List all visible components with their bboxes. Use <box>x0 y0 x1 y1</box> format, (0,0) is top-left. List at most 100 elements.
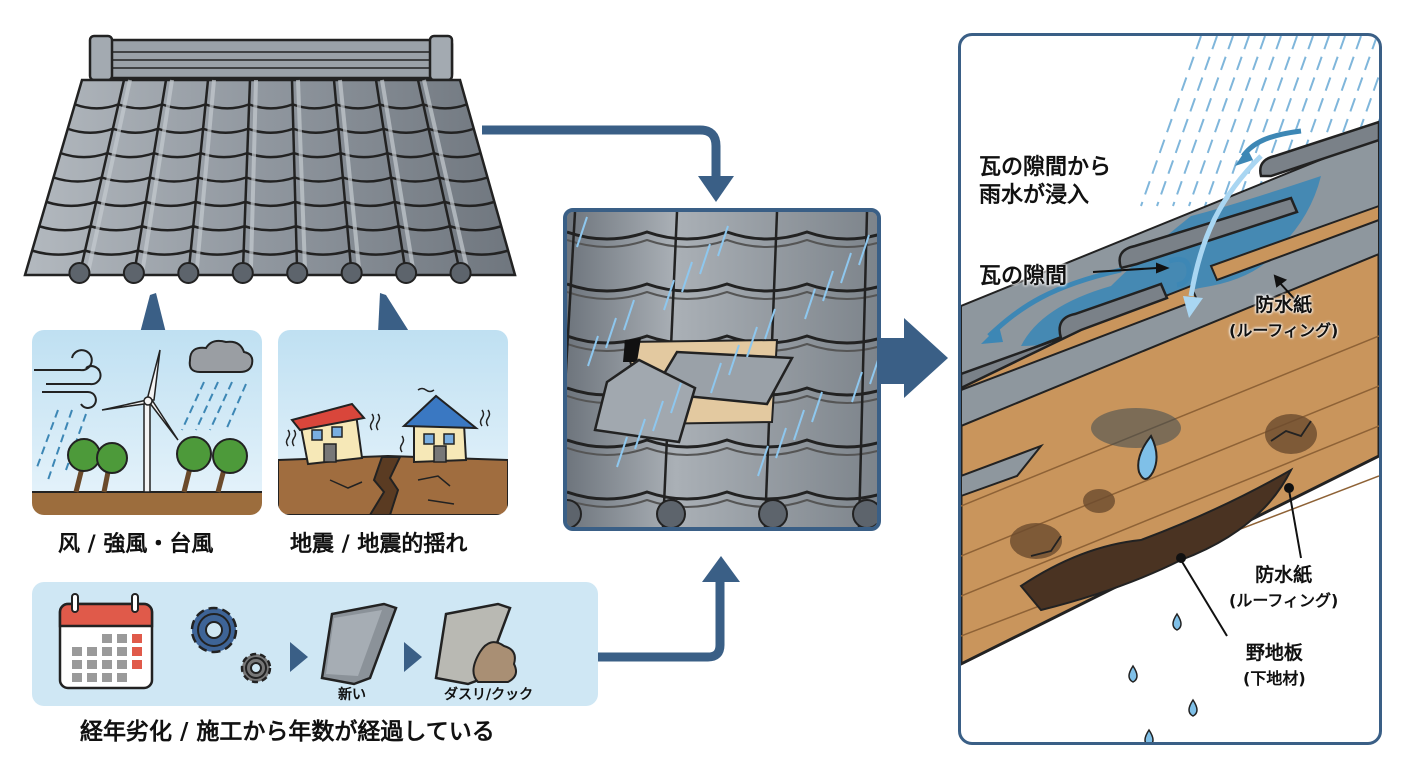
eave-cap <box>656 499 686 527</box>
eave-cap <box>122 262 145 284</box>
arrow-head-up <box>702 556 740 582</box>
callout-intrusion-line1: 瓦の隙間から <box>979 155 1112 180</box>
earthquake-panel <box>278 330 508 515</box>
displaced-tile <box>593 350 795 444</box>
roof-tile-rows <box>31 103 509 256</box>
calendar-day-cell <box>102 673 112 682</box>
rain-streak <box>717 225 729 257</box>
arrow-aging-to-damage <box>598 580 725 662</box>
eave-cap <box>340 262 363 284</box>
rain-streak <box>793 409 805 441</box>
rain-streak <box>775 427 787 459</box>
label-sheathing-line2: (下地材) <box>1243 669 1306 688</box>
cause-label-aging: 経年劣化 / 施工から年数が経過している <box>80 719 495 745</box>
wind-icon <box>34 349 102 409</box>
calendar-icon <box>58 593 154 690</box>
tile-ridge-highlight <box>85 79 132 276</box>
rain-streak <box>840 252 852 284</box>
eave-caps <box>567 499 877 527</box>
tile-column-line <box>332 79 353 276</box>
eave-cap <box>231 262 254 284</box>
eave-cap <box>567 499 582 527</box>
wind-panel <box>32 330 262 515</box>
tile-column-line <box>416 79 462 276</box>
tile-row-line <box>45 200 495 208</box>
rain-streak <box>616 436 628 468</box>
tile-column-line <box>187 79 210 276</box>
rain-streak <box>1156 36 1218 207</box>
tile-column-line <box>374 79 408 276</box>
shake-icon <box>285 387 491 453</box>
rain-streak <box>1268 36 1330 207</box>
tile-row-line <box>67 127 475 134</box>
calendar-day-cell <box>117 673 127 682</box>
tile-row-line <box>53 176 488 183</box>
eave-cap <box>758 499 788 527</box>
label-roofing-bottom-line1: 防水紙 <box>1255 564 1313 586</box>
cross-section-panel: 瓦の隙間から 雨水が浸入 瓦の隙間 防水紙 (ルーフィング) 防水紙 (ルーフィ… <box>958 33 1382 745</box>
rain-streak <box>576 216 588 248</box>
tile-row-line <box>567 282 877 293</box>
tile-column-line <box>567 212 577 374</box>
rain-streak <box>1332 72 1379 207</box>
tile-row-edge <box>567 498 877 508</box>
roof-ridge <box>88 34 454 82</box>
tile-row-line <box>38 224 502 232</box>
calendar-day-cell <box>117 647 127 656</box>
rain-streak <box>699 243 711 275</box>
progress-arrow-icon <box>290 642 308 672</box>
rain-streak <box>858 234 870 266</box>
eave-cap <box>177 262 200 284</box>
calendar-day-cell <box>87 660 97 669</box>
tile-row-edge <box>567 290 877 300</box>
calendar-day-cell <box>132 634 142 643</box>
eave-cap <box>286 262 309 284</box>
calendar-day-cell <box>102 660 112 669</box>
arrow-roof-to-damage <box>482 125 721 178</box>
callout-intrusion-line2: 雨水が浸入 <box>979 183 1090 208</box>
label-roofing-bottom-line2: (ルーフィング) <box>1229 591 1339 610</box>
cause-label-wind: 风 / 強風・台風 <box>58 532 214 557</box>
rain-streak <box>728 344 740 376</box>
rain-streak <box>1284 36 1346 207</box>
kawara-roof-illustration <box>20 30 520 292</box>
rain-streak <box>623 299 635 331</box>
eave-cap <box>68 262 91 284</box>
arrow-damage-to-cross-section <box>872 318 948 398</box>
rain-streak <box>1204 36 1266 207</box>
label-roofing-top-line2: (ルーフィング) <box>1229 321 1339 340</box>
rain-streak <box>811 391 823 423</box>
label-tile-gap: 瓦の隙間 <box>979 264 1068 289</box>
eave-cap <box>852 499 877 527</box>
rain-streak <box>764 308 776 340</box>
rain-streak <box>1252 36 1314 207</box>
tile-ridge-highlight <box>296 79 308 276</box>
tile-ridge-highlight <box>248 79 258 276</box>
calendar-day-cell <box>72 673 82 682</box>
aging-panel: 新い ダスリ/クック <box>32 582 598 706</box>
progress-arrow-icon <box>404 642 422 672</box>
calendar-day-cell <box>72 647 82 656</box>
rain-streaks <box>1140 36 1379 207</box>
new-tile-icon <box>320 602 398 686</box>
tile-row-line <box>60 151 482 159</box>
callout-leaders <box>1092 262 1302 637</box>
rain-streak <box>851 371 863 403</box>
tile-column-line <box>241 79 252 276</box>
rain-streak <box>746 326 758 358</box>
stage-degraded-label: ダスリ/クック <box>444 687 534 703</box>
label-roofing-top: 防水紙 (ルーフィング) <box>1229 292 1338 344</box>
rain-streak <box>587 335 599 367</box>
rain-streak <box>822 270 834 302</box>
rain-streak <box>652 400 664 432</box>
gear-icon <box>190 606 272 684</box>
rain-streak <box>1188 36 1250 207</box>
water-drop-icon <box>1128 612 1198 742</box>
tile-column-line <box>78 79 126 276</box>
tile-column-line <box>290 79 299 276</box>
calendar-day-cell <box>132 647 142 656</box>
tile-column-line <box>857 212 869 527</box>
label-roofing-top-line1: 防水紙 <box>1255 294 1313 316</box>
rain-streak <box>1236 36 1298 207</box>
tile-row-line <box>31 249 509 256</box>
